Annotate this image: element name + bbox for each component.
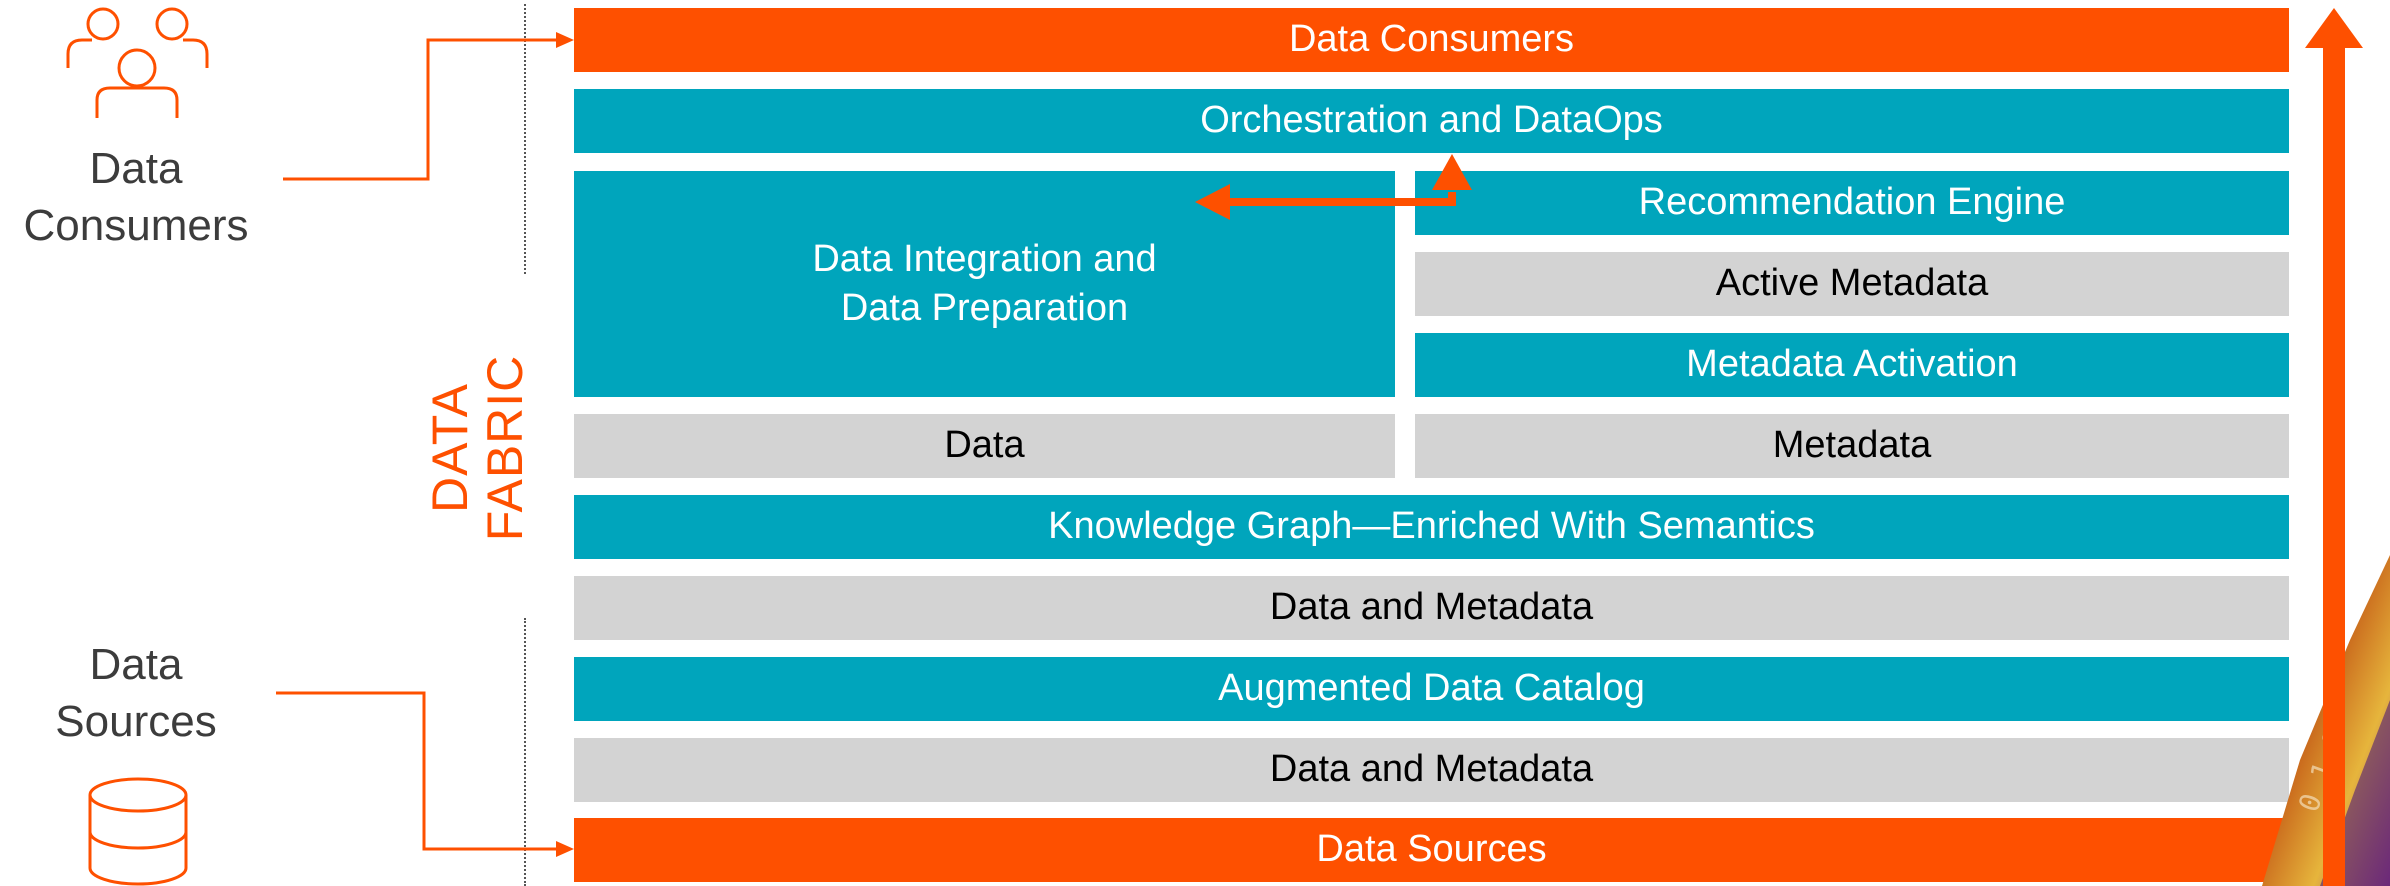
upward-flow-arrow <box>2305 8 2363 886</box>
metadata-bar: Metadata <box>1415 414 2289 478</box>
data-sources-label: Data Sources <box>55 640 217 747</box>
upper-dotted-separator <box>524 4 526 274</box>
consumers-connector-arrow <box>283 32 574 181</box>
sources-connector-arrow <box>276 691 574 857</box>
lower-dotted-separator <box>524 618 526 886</box>
data-consumers-label: Data Consumers <box>23 144 249 251</box>
recommendation-engine-bar: Recommendation Engine <box>1415 171 2289 235</box>
side-icons <box>66 7 209 886</box>
data-and-metadata-upper-bar: Data and Metadata <box>574 576 2289 640</box>
recommendation-feedback-arrow <box>1195 154 1472 220</box>
data-consumers-bar: Data Consumers <box>574 8 2289 72</box>
orchestration-dataops-bar: Orchestration and DataOps <box>574 89 2289 153</box>
users-group-icon <box>66 7 209 118</box>
active-metadata-bar: Active Metadata <box>1415 252 2289 316</box>
data-integration-preparation-box: Data Integration and Data Preparation <box>574 171 1395 397</box>
data-integration-text: Data Integration and Data Preparation <box>812 238 1157 330</box>
knowledge-graph-bar: Knowledge Graph—Enriched With Semantics <box>574 495 2289 559</box>
metadata-activation-bar: Metadata Activation <box>1415 333 2289 397</box>
database-icon <box>88 777 188 886</box>
data-sources-bar: Data Sources <box>574 818 2289 882</box>
data-bar: Data <box>574 414 1395 478</box>
augmented-data-catalog-bar: Augmented Data Catalog <box>574 657 2289 721</box>
data-and-metadata-lower-bar: Data and Metadata <box>574 738 2289 802</box>
